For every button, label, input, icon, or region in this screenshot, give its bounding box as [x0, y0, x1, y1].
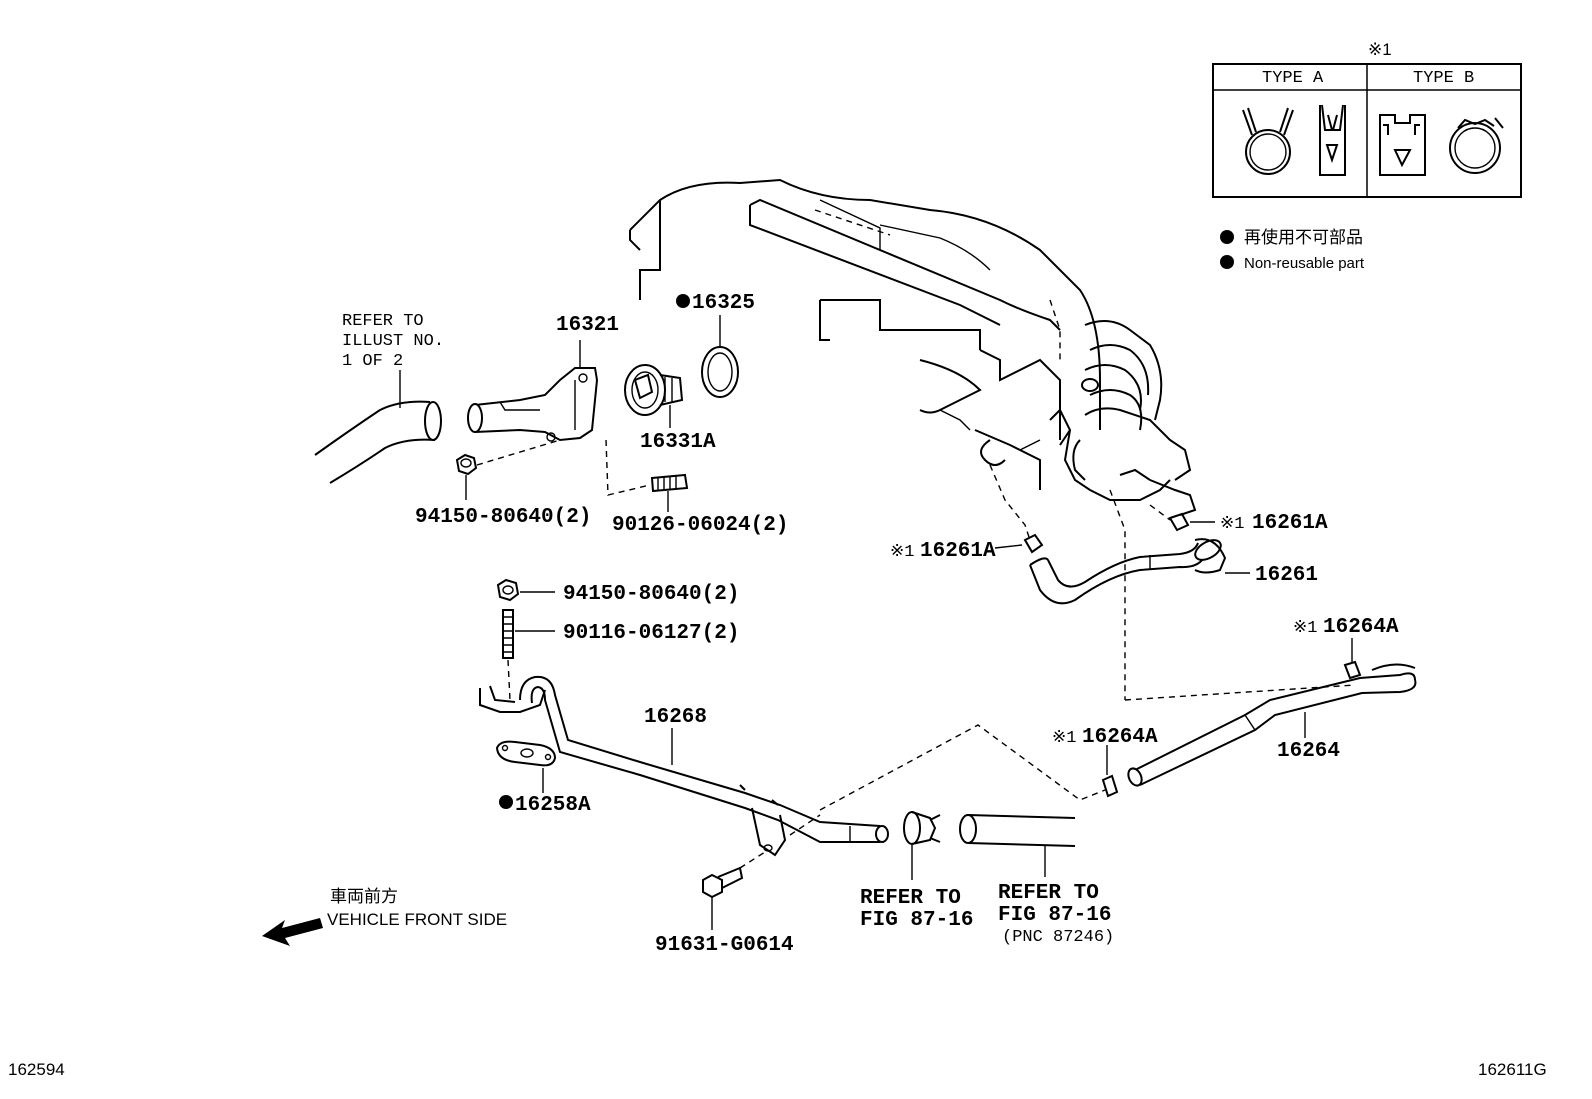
non-reusable-dot-icon [1220, 230, 1234, 244]
spring-clamp-icon [1242, 107, 1294, 175]
throttle-body-assembly [1049, 320, 1197, 516]
label-91631: 91631-G0614 [655, 934, 794, 957]
label-94150-lower: 94150-80640(2) [563, 583, 739, 606]
non-reusable-dot-icon [676, 294, 690, 308]
front-arrow-icon [262, 918, 323, 946]
clamp-tab-icon [1319, 104, 1346, 176]
label-16261A-right: 16261A [1252, 512, 1328, 535]
hose-16264: 16264 [1127, 663, 1417, 787]
refer-fig-hose: REFER TO FIG 87-16 (PNC 87246) [959, 814, 1114, 947]
nonreusable-en: Non-reusable part [1244, 255, 1365, 272]
gasket-16258A: 16258A [495, 740, 591, 817]
footer-left-code: 162594 [8, 1060, 65, 1079]
label-16268: 16268 [644, 706, 707, 729]
engine-outline [629, 178, 1101, 490]
non-reusable-dot-icon [499, 795, 513, 809]
label-16264A-top: 16264A [1323, 616, 1399, 639]
vehicle-front-indicator: 車両前方 VEHICLE FRONT SIDE [262, 887, 507, 946]
type-b-label: TYPE B [1413, 69, 1474, 88]
clip-16261A-right: ※1 16261A [1168, 512, 1328, 535]
clip-mark-top: ※1 [1293, 619, 1317, 638]
water-outlet-16321: 16321 [467, 314, 619, 442]
refer-fig-2-line-1: REFER TO [998, 882, 1099, 905]
water-pipe-16268: 16268 [479, 675, 889, 857]
footer-right-code: 162611G [1478, 1060, 1547, 1079]
label-16321: 16321 [556, 314, 619, 337]
stud-90116: 90116-06127(2) [502, 609, 739, 659]
label-94150-upper: 94150-80640(2) [415, 506, 591, 529]
label-90126: 90126-06024(2) [612, 514, 788, 537]
clip-mark-right: ※1 [1220, 515, 1244, 534]
type-a-label: TYPE A [1262, 69, 1324, 88]
front-side-en: VEHICLE FRONT SIDE [327, 910, 507, 929]
hose-16261: 16261 [1029, 538, 1318, 605]
clip-16261A-left: ※1 16261A [890, 533, 1044, 563]
refer-illust-line-3: 1 OF 2 [342, 352, 403, 371]
upper-radiator-hose [314, 400, 442, 484]
label-16264A-mid: 16264A [1082, 726, 1158, 749]
clip-mark-left: ※1 [890, 543, 914, 562]
nonreusable-legend: 再使用不可部品 Non-reusable part [1220, 227, 1365, 272]
label-16258A: 16258A [515, 794, 591, 817]
nonreusable-jp: 再使用不可部品 [1244, 227, 1363, 247]
clip-16264A-top: ※1 16264A [1293, 616, 1399, 680]
stud-90126: 90126-06024(2) [605, 439, 788, 537]
refer-fig-1-line-2: FIG 87-16 [860, 909, 973, 932]
non-reusable-dot-icon [1220, 255, 1234, 269]
refer-fig-1-line-1: REFER TO [860, 887, 961, 910]
legend-mark: ※1 [1368, 40, 1392, 59]
thermostat-16331A: 16331A [624, 364, 716, 454]
label-16325: 16325 [692, 292, 755, 315]
label-90116: 90116-06127(2) [563, 622, 739, 645]
band-clamp-icon [1379, 114, 1426, 176]
nut-94150-lower: 94150-80640(2) [496, 578, 739, 606]
clip-mark-mid: ※1 [1052, 729, 1076, 748]
front-side-jp: 車両前方 [330, 887, 398, 906]
label-16261A-left: 16261A [920, 540, 996, 563]
refer-fig-2-line-3: (PNC 87246) [1002, 928, 1114, 947]
label-16264: 16264 [1277, 740, 1340, 763]
refer-illust-line-1: REFER TO [342, 312, 424, 331]
bolt-91631: 91631-G0614 [655, 851, 794, 957]
band-clamp-ring-icon [1449, 117, 1504, 174]
gasket-16325: 16325 [676, 292, 755, 398]
label-16331A: 16331A [640, 431, 716, 454]
refer-fig-2-line-2: FIG 87-16 [998, 904, 1111, 927]
clip-16264A-mid: ※1 16264A [1052, 726, 1158, 798]
refer-fig-clamp: REFER TO FIG 87-16 [860, 811, 973, 932]
flange-nut-94150-upper: 94150-80640(2) [415, 439, 591, 529]
label-16261: 16261 [1255, 564, 1318, 587]
refer-illust-line-2: ILLUST NO. [342, 332, 444, 351]
refer-illust-note: REFER TO ILLUST NO. 1 OF 2 [342, 312, 444, 408]
clamp-type-legend: ※1 TYPE A TYPE B [1212, 40, 1522, 198]
